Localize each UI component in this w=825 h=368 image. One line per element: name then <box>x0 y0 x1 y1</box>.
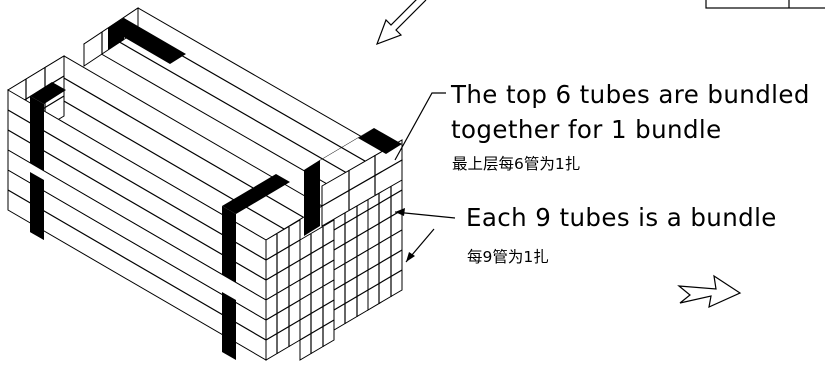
nine-bundle-en: Each 9 tubes is a bundle <box>466 203 777 232</box>
top-bundle-annotation: The top 6 tubes are bundled together for… <box>450 80 810 173</box>
bundle-end-face <box>299 279 335 361</box>
top-bundle-leader <box>394 92 446 161</box>
nine-bundle-cn: 每9管为1扎 <box>467 248 549 266</box>
front-lower-bundle <box>7 149 267 361</box>
bundle-end-face <box>367 229 403 311</box>
top-six-tube-bundle-end <box>304 128 403 236</box>
top-bundle-en-line2: together for 1 bundle <box>451 115 722 144</box>
tube-stack <box>7 7 403 361</box>
direction-arrow-right-icon <box>677 274 742 309</box>
top-bundle-en-line1: The top 6 tubes are bundled <box>450 80 810 109</box>
nine-bundle-leader <box>394 208 456 263</box>
title-block-fragment <box>705 0 825 9</box>
direction-arrow-down-left-icon <box>375 0 427 46</box>
back-top-bundle <box>83 7 403 197</box>
front-upper-bundle <box>7 55 323 301</box>
top-bundle-cn: 最上层每6管为1扎 <box>452 155 580 173</box>
nine-bundle-annotation: Each 9 tubes is a bundle 每9管为1扎 <box>466 203 777 266</box>
